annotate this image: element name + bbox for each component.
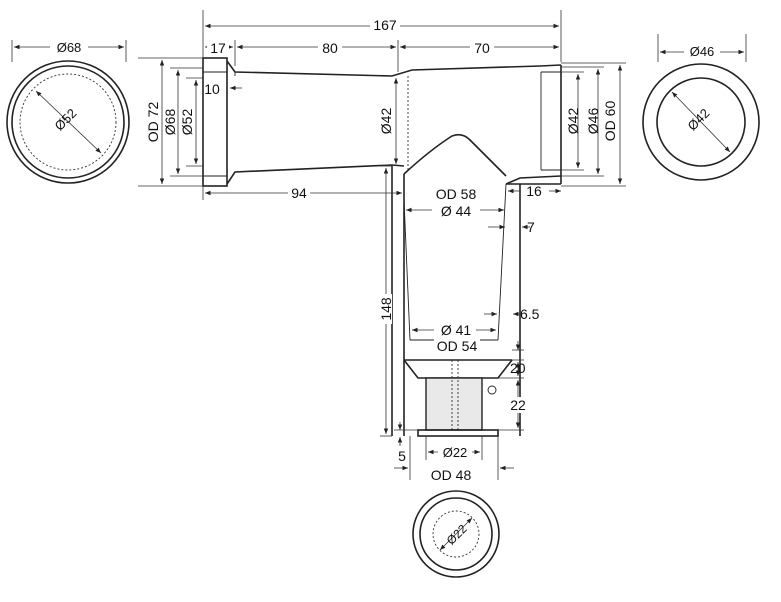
socket-height-label: 22: [510, 397, 526, 413]
left-view-od-label: Ø68: [57, 40, 82, 55]
branch-position-dimensions: 94 16: [202, 183, 561, 201]
right-end-label: 16: [526, 183, 542, 199]
left-view-flange-circle: [11, 65, 125, 179]
left-end-view: Ø68 Ø52: [6, 40, 130, 184]
right-view-outer-circle: [642, 63, 760, 181]
left-view-bore-circle: [19, 73, 117, 171]
wall-top-label: 7: [527, 219, 535, 235]
branch-od54-label: OD 54: [437, 338, 478, 354]
left-view-id-dimension-line: [35, 90, 102, 154]
right-view-od-label: Ø46: [690, 44, 715, 59]
left-d52-label: Ø52: [179, 109, 195, 136]
left-flange: [202, 57, 228, 187]
taper-length-label: 80: [322, 40, 338, 56]
right-view-id-dimension-line: [671, 91, 731, 153]
wall-bottom-label: 6.5: [520, 306, 540, 322]
socket-insert: [425, 377, 483, 431]
left-view-outer-circle: [6, 60, 130, 184]
branch-dome: [403, 133, 507, 177]
right-vertical-dimensions: Ø42 Ø46 OD 60: [561, 62, 626, 187]
bottom-view-id-dimension-line: [439, 517, 473, 551]
taper-height-label: 20: [510, 360, 526, 376]
branch-height-label: 148: [378, 297, 394, 321]
bottom-view-socket-circle: [419, 497, 493, 571]
bottom-view-outer-circle: [412, 490, 500, 578]
left-d68-label: Ø68: [162, 109, 178, 136]
mid-d42-label: Ø42: [378, 108, 394, 135]
right-view-inner-circle: [656, 77, 746, 167]
top-dimensions: 167 17 80 70 10: [202, 10, 562, 97]
socket-dimensions: 20 22 5 Ø22 OD 48: [394, 341, 532, 483]
socket-lip: [417, 429, 499, 437]
flange-width-label: 17: [210, 40, 226, 56]
mid-vertical-dimension: Ø42: [378, 78, 399, 164]
branch-od58-label: OD 58: [436, 186, 477, 202]
right-length-label: 70: [474, 40, 490, 56]
vent-hole: [487, 385, 497, 395]
right-d42-label: Ø42: [565, 108, 581, 135]
branch-dimensions: OD 58 Ø 44 7 148 6.5 Ø 41 OD 54: [378, 165, 540, 437]
main-pipe-top-edge: [226, 60, 562, 77]
branch-pos-label: 94: [291, 185, 307, 201]
bottom-d22-label: Ø22: [443, 445, 468, 460]
bottom-end-view: Ø22: [412, 490, 500, 578]
left-vertical-dimensions: OD 72 Ø68 Ø52: [138, 57, 203, 187]
branch-d41-label: Ø 41: [441, 322, 472, 338]
bottom-view-id-label: Ø22: [444, 522, 470, 548]
bottom-lip-label: 5: [398, 448, 406, 464]
branch-d44-label: Ø 44: [441, 203, 472, 219]
bottom-view-bore-circle: [432, 510, 480, 558]
bottom-od48-label: OD 48: [431, 467, 472, 483]
overall-length-label: 167: [373, 17, 397, 33]
right-d46-label: Ø46: [585, 108, 601, 135]
socket-depth-label: 10: [204, 81, 220, 97]
right-od60-label: OD 60: [602, 101, 618, 142]
main-pipe-bottom-edge: [226, 164, 405, 185]
right-end-view: Ø46 Ø42: [642, 34, 760, 181]
left-od72-label: OD 72: [145, 102, 161, 143]
